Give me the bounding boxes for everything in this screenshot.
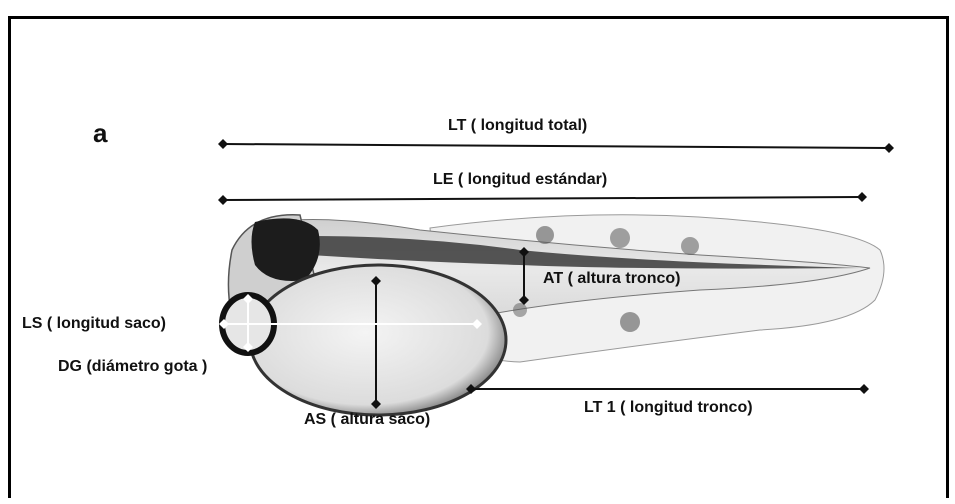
pigment-cell (610, 228, 630, 248)
pigment-cell (681, 237, 699, 255)
panel-letter: a (93, 120, 107, 146)
lt1-measure-line (466, 384, 869, 394)
as-label: AS ( altura saco) (304, 412, 430, 428)
pigment-cell (536, 226, 554, 244)
lt-label: LT ( longitud total) (448, 118, 587, 134)
ls-label: LS ( longitud saco) (22, 316, 166, 332)
lt1-label: LT 1 ( longitud tronco) (584, 400, 753, 416)
brain-region (252, 218, 320, 281)
pigment-cell (513, 303, 527, 317)
at-label: AT ( altura tronco) (543, 271, 680, 287)
lt-measure-line (218, 139, 894, 153)
le-measure-line (218, 192, 867, 205)
yolk-sac (250, 265, 506, 415)
pigment-cell (620, 312, 640, 332)
le-label: LE ( longitud estándar) (433, 172, 607, 188)
dg-label: DG (diámetro gota ) (58, 359, 207, 375)
